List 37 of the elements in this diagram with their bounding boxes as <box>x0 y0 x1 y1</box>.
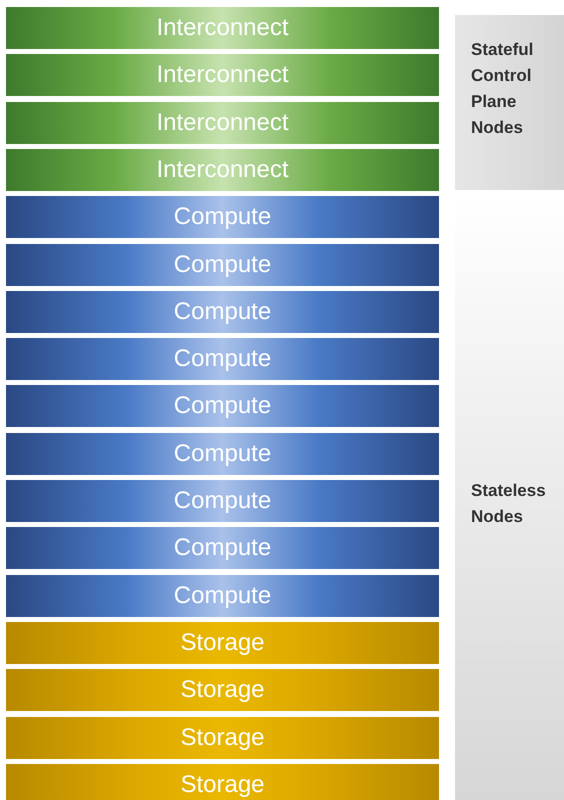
layer-label: Storage <box>180 628 265 657</box>
layer-bar <box>6 102 439 144</box>
layer-bar <box>6 54 439 96</box>
layer-label: Storage <box>180 676 265 704</box>
layer-label: Compute <box>174 582 272 610</box>
layer-label: Compute <box>174 203 272 232</box>
layer-label: Compute <box>174 534 272 562</box>
layer-label: Compute <box>174 250 272 278</box>
layer-bar <box>6 148 439 191</box>
layer-bar <box>6 716 439 758</box>
layer-bar <box>6 7 439 49</box>
layer-label: Compute <box>174 440 272 468</box>
layer-label: Interconnect <box>156 156 289 184</box>
layer-bar <box>6 385 439 428</box>
layer-label: Compute <box>174 487 272 515</box>
layer-bar <box>6 622 439 664</box>
layer-label: Storage <box>180 770 265 799</box>
layer-bar <box>6 574 439 617</box>
layer-bar <box>6 480 439 522</box>
layer-bar <box>6 527 439 570</box>
layer-label: Storage <box>180 724 265 752</box>
layer-bar <box>6 764 439 800</box>
layer-bar <box>6 338 439 380</box>
group-label: Stateful Control Plane Nodes <box>471 39 534 139</box>
layer-label: Compute <box>174 298 272 326</box>
layer-bar <box>6 669 439 712</box>
layer-label: Interconnect <box>156 14 289 42</box>
layer-label: Interconnect <box>156 108 289 137</box>
layer-label: Compute <box>174 392 272 420</box>
layer-bar <box>6 290 439 333</box>
group-band <box>455 15 564 190</box>
layer-label: Compute <box>174 345 272 374</box>
layer-bar <box>6 244 439 286</box>
group-label: Stateless Nodes <box>471 480 547 528</box>
layer-label: Interconnect <box>156 61 289 90</box>
layer-bar <box>6 196 439 238</box>
layer-bar <box>6 432 439 475</box>
